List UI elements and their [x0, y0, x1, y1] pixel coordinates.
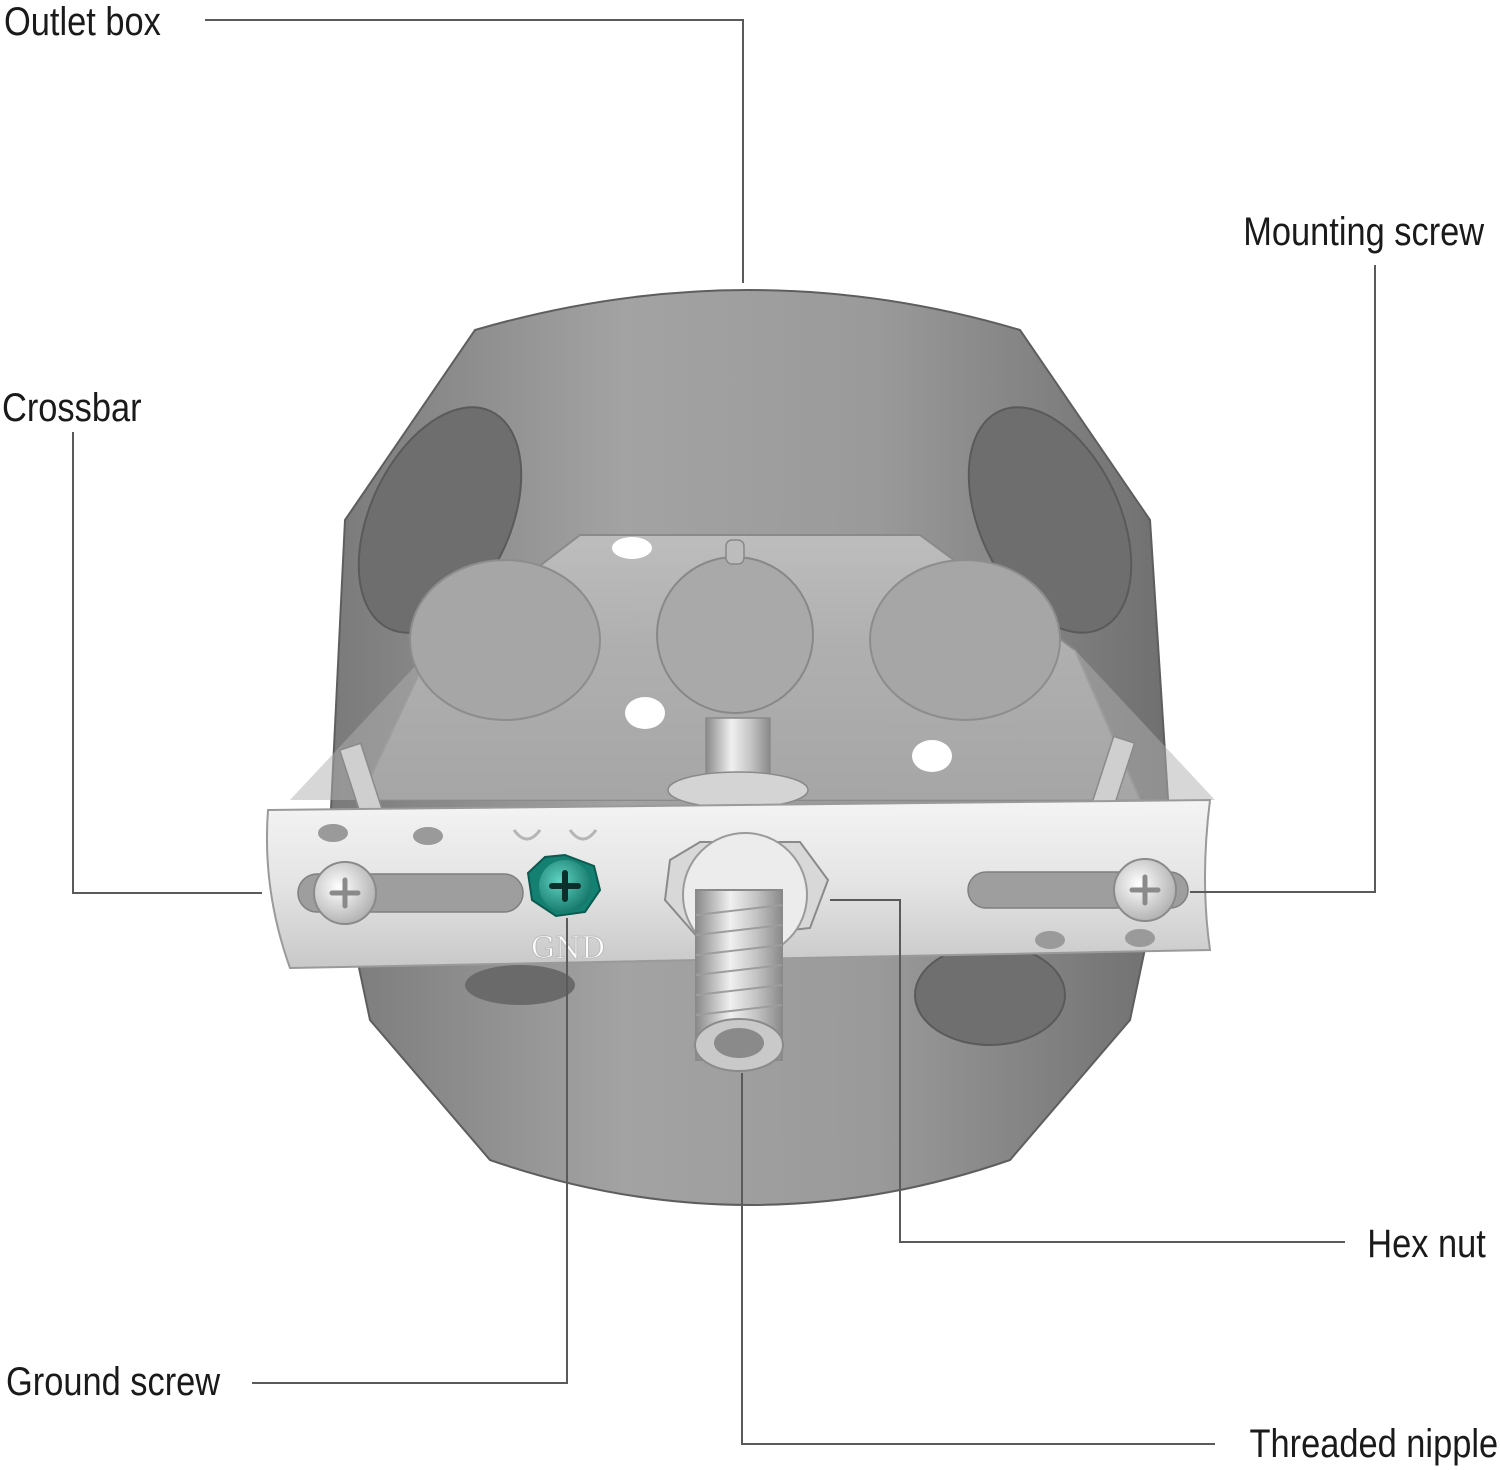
callout-hex-nut: Hex nut	[1367, 1222, 1486, 1266]
callout-crossbar: Crossbar	[2, 386, 142, 430]
threaded-nipple-shape	[694, 889, 784, 1072]
leader-hex-nut	[830, 899, 1345, 1243]
mounting-screw-head-right	[1113, 858, 1177, 922]
leader-outlet-box	[205, 19, 744, 283]
mounting-screw-shafts	[338, 717, 1136, 818]
leader-lines	[72, 19, 1376, 1445]
mounting-screw-head-left	[313, 861, 377, 925]
callout-ground-screw: Ground screw	[6, 1360, 221, 1404]
outlet-box-body	[290, 289, 1215, 1206]
ground-screw-shape	[526, 853, 602, 918]
callout-threaded-nipple: Threaded nipple	[1249, 1422, 1498, 1466]
leader-mounting-screw	[1190, 265, 1376, 893]
callout-mounting-screw: Mounting screw	[1243, 210, 1484, 254]
leader-crossbar	[72, 432, 262, 894]
leader-ground-screw	[252, 918, 568, 1384]
callout-outlet-box: Outlet box	[4, 0, 161, 44]
leader-threaded-nipple	[741, 1073, 1215, 1445]
